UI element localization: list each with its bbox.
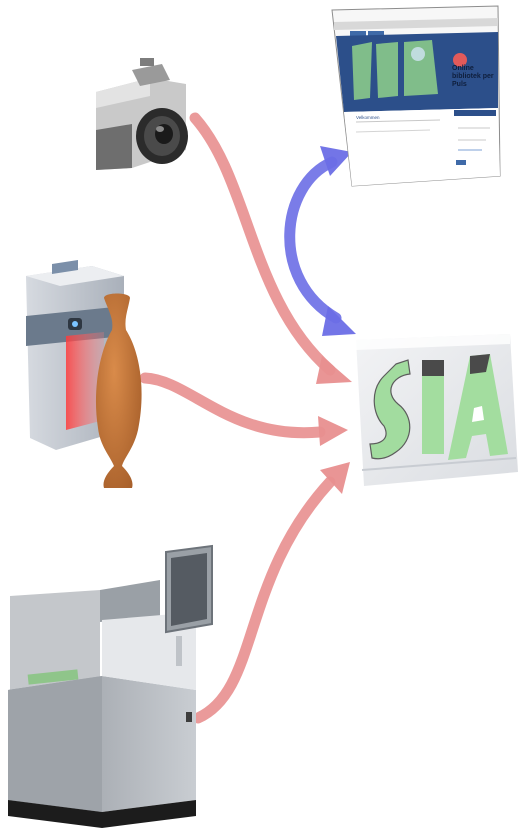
- lab-instrument-icon: [8, 544, 213, 828]
- arrow-scanner-to-sia: [139, 372, 348, 446]
- arrow-camera-to-sia: [189, 112, 352, 384]
- arrow-instrument-to-sia: [192, 462, 350, 724]
- vase-icon: [95, 293, 142, 488]
- arrow-website-sia-bidirectional: [284, 146, 356, 336]
- camera-icon: [96, 58, 188, 170]
- website-heading: Velkommen: [356, 115, 380, 120]
- web-browser-icon: [331, 5, 501, 187]
- sia-database-icon: [356, 334, 518, 486]
